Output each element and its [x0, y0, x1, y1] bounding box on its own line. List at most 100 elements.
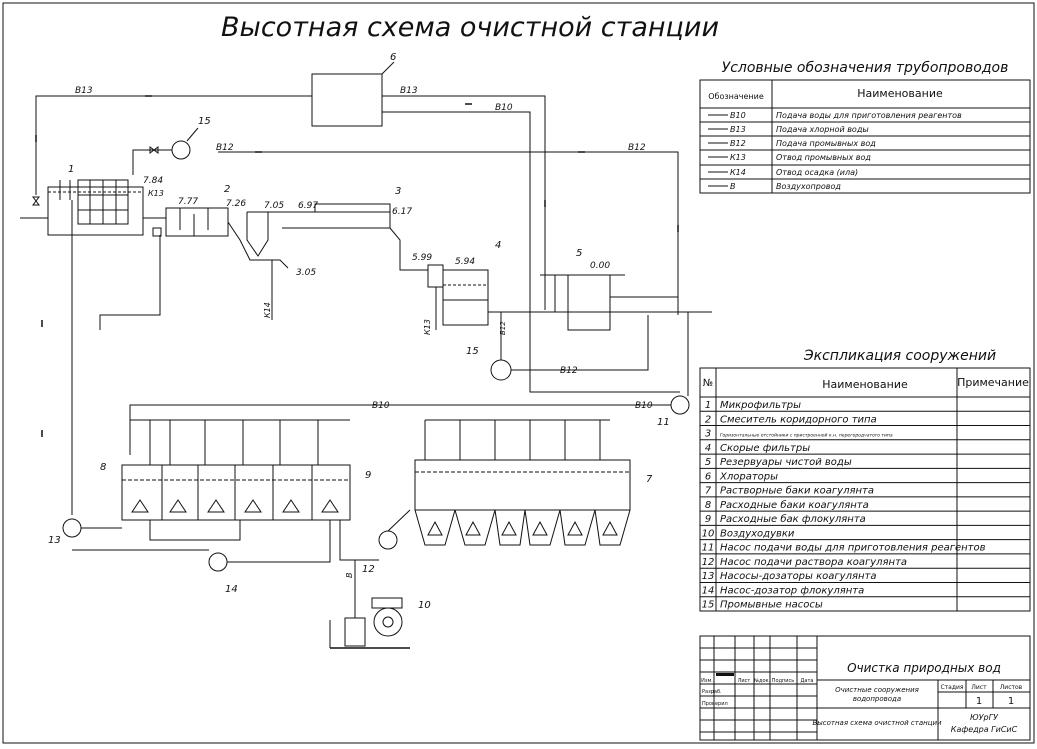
- pipe-label-b13-b: В13: [400, 86, 418, 96]
- expl-num: 8: [705, 500, 711, 511]
- pipe-label-b10-right: В10: [635, 401, 653, 411]
- expl-name: Насос подачи воды для приготовления реаг…: [720, 543, 986, 554]
- pipe-label-k13-left: К13: [423, 319, 432, 335]
- expl-num: 5: [705, 457, 711, 468]
- pump-14: [208, 552, 228, 572]
- legend-name: Подача хлорной воды: [776, 125, 869, 134]
- label-1: 1: [68, 164, 74, 175]
- pipe-label-k13-top: К13: [148, 189, 164, 198]
- title-block: Изм. Лист №док. Подпись Дата Разраб. Про…: [699, 635, 1031, 741]
- legend-code: К13: [730, 153, 746, 162]
- stamp-org1: ЮУрГУ: [970, 713, 999, 722]
- legend-name: Отвод промывных вод: [776, 153, 871, 162]
- mark-617: 6.17: [392, 207, 412, 217]
- mark-305: 3.05: [296, 268, 316, 278]
- pipe-label-b12-top: В12: [216, 143, 234, 153]
- expl-name: Расходные баки коагулянта: [720, 499, 869, 511]
- expl-num: 7: [705, 486, 712, 497]
- legend-col-name: Наименование: [857, 87, 943, 100]
- pipe-label-b: В: [345, 573, 354, 579]
- expl-name: Насосы-дозаторы коагулянта: [720, 571, 876, 582]
- mark-705: 7.05: [264, 201, 284, 211]
- drawing-title: Высотная схема очистной станции: [221, 12, 719, 43]
- label-13: 13: [48, 535, 61, 546]
- legend-code: В10: [730, 111, 746, 120]
- expl-num: 14: [702, 585, 715, 596]
- label-15-bottom: 15: [466, 346, 479, 357]
- fast-filter-4: [442, 269, 489, 326]
- mixer-2: [165, 207, 229, 237]
- expl-name: Смеситель коридорного типа: [720, 414, 877, 425]
- label-3: 3: [395, 186, 401, 197]
- tanks-8-9: [121, 464, 351, 521]
- expl-name: Воздуходувки: [720, 528, 795, 539]
- expl-name: Растворные баки коагулянта: [720, 485, 874, 497]
- expl-name: Микрофильтры: [720, 400, 801, 411]
- mark-594: 5.94: [455, 257, 475, 267]
- tanks-7: [414, 459, 631, 511]
- stamp-sheets: 1: [1008, 696, 1014, 707]
- blower-10: [373, 607, 403, 637]
- stamp-h-sheet: Лист: [971, 684, 987, 691]
- label-11: 11: [657, 417, 670, 428]
- expl-num: 11: [702, 543, 715, 554]
- label-5: 5: [576, 248, 582, 259]
- expl-col-num: №: [703, 378, 713, 389]
- legend-title: Условные обозначения трубопроводов: [722, 60, 1009, 76]
- expl-name: Скорые фильтры: [720, 443, 810, 454]
- mark-697: 6.97: [298, 201, 318, 211]
- stamp-h-izm: Изм.: [701, 678, 713, 684]
- pipe-b13-left: [35, 95, 312, 195]
- label-6: 6: [390, 52, 396, 63]
- legend-name: Воздухопровод: [776, 182, 841, 191]
- expl-num: 9: [705, 514, 711, 525]
- process-scheme: 6 В13 В13 В10 В12 В12 15: [20, 52, 712, 649]
- stamp-h-date: Дата: [801, 678, 814, 684]
- expl-num: 12: [702, 557, 715, 568]
- expl-name: Расходные бак флокулянта: [720, 513, 866, 525]
- expl-col-name: Наименование: [822, 378, 908, 391]
- mark-599: 5.99: [412, 253, 432, 263]
- stamp-h-ndoc: №док.: [754, 678, 771, 684]
- pump-15-top: [171, 140, 191, 160]
- expl-num: 15: [702, 600, 715, 611]
- expl-name: Резервуары чистой воды: [720, 457, 852, 468]
- expl-name: Промывные насосы: [720, 600, 823, 611]
- explication-table: Экспликация сооружений № Наименование Пр…: [699, 348, 1031, 612]
- expl-num: 13: [702, 571, 715, 582]
- mark-784: 7.84: [143, 176, 163, 186]
- label-9: 9: [365, 470, 371, 481]
- expl-name: Хлораторы: [719, 471, 778, 482]
- expl-num: 2: [705, 414, 711, 425]
- pipe-label-b10-mid: В10: [372, 401, 390, 411]
- expl-num: 1: [705, 400, 711, 411]
- mark-777: 7.77: [178, 197, 198, 207]
- expl-num: 4: [705, 443, 711, 454]
- label-4: 4: [495, 240, 501, 251]
- legend-code: К14: [730, 168, 746, 177]
- pump-13: [62, 518, 82, 538]
- stamp-h-list: Лист: [738, 678, 751, 684]
- expl-name: Насос-дозатор флокулянта: [720, 585, 864, 596]
- legend-name: Отвод осадка (ила): [776, 168, 858, 177]
- label-2: 2: [224, 184, 230, 195]
- pipe-label-k14: К14: [263, 302, 272, 318]
- legend-code: В: [730, 182, 736, 191]
- pipe-label-b12-bottom: В12: [560, 366, 578, 376]
- expl-col-note: Примечание: [957, 376, 1029, 389]
- expl-num: 3: [705, 429, 711, 440]
- stamp-org2: Кафедра ГиСиС: [951, 725, 1018, 734]
- pump-12: [378, 530, 398, 550]
- stamp-h-sign: Подпись: [772, 678, 795, 684]
- legend-table: Условные обозначения трубопроводов Обозн…: [699, 60, 1031, 194]
- label-14: 14: [225, 584, 238, 595]
- pipe-label-b10-top: В10: [495, 103, 513, 113]
- label-15-top: 15: [198, 116, 211, 127]
- legend-name: Подача промывных вод: [776, 139, 876, 148]
- label-10: 10: [418, 600, 431, 611]
- stamp-h-stage: Стадия: [940, 684, 963, 691]
